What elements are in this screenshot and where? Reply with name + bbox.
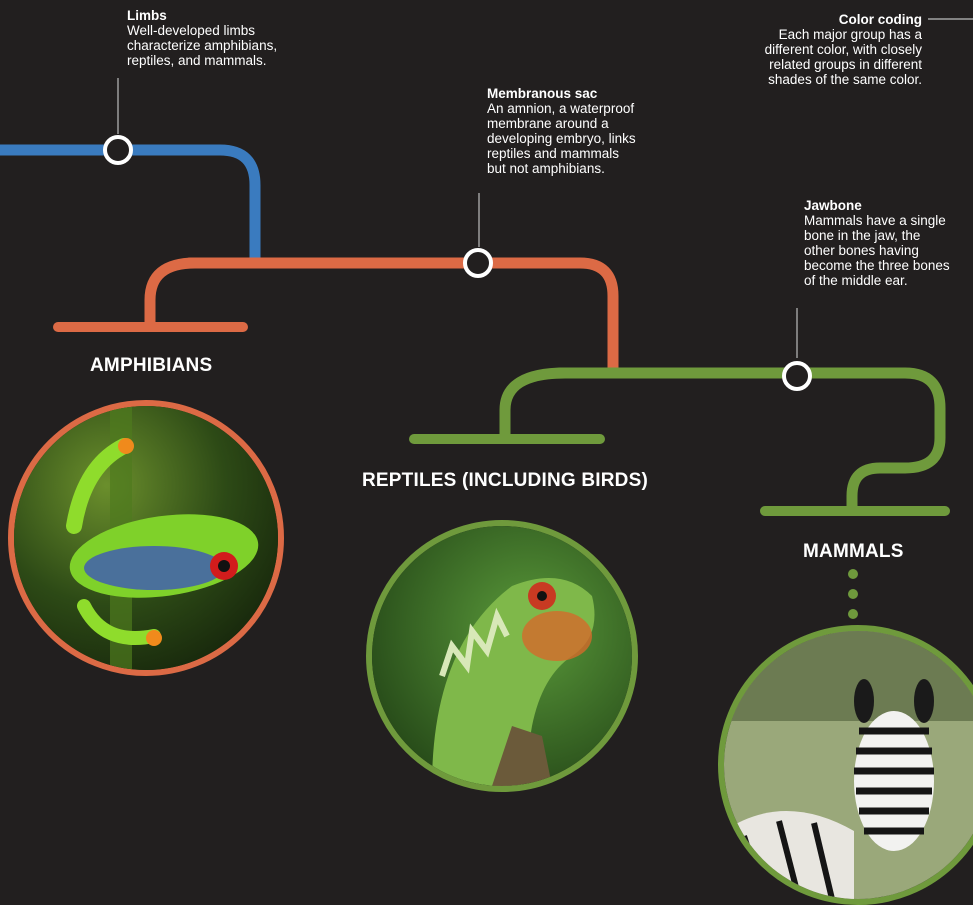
jawbone-line: of the middle ear. [804, 273, 973, 288]
limbs-line: Well-developed limbs [127, 23, 327, 38]
color-coding-line: different color, with closely [700, 42, 922, 57]
amphibians-label: AMPHIBIANS [90, 355, 212, 377]
zebra-photo [718, 625, 973, 905]
membranous-sac-line: membrane around a [487, 116, 687, 131]
limbs-line: reptiles, and mammals. [127, 53, 327, 68]
membranous-sac-line: developing embryo, links [487, 131, 687, 146]
orange-branch-line [190, 263, 613, 368]
color-coding-title: Color coding [700, 12, 922, 27]
jawbone-line: bone in the jaw, the [804, 228, 973, 243]
mammals-dot [848, 609, 858, 619]
jawbone-annotation: Jawbone Mammals have a single bone in th… [804, 198, 973, 288]
membranous-sac-line: An amnion, a waterproof [487, 101, 687, 116]
jawbone-line: Mammals have a single [804, 213, 973, 228]
membranous-sac-title: Membranous sac [487, 86, 687, 101]
mammals-dot [848, 589, 858, 599]
color-coding-line: related groups in different [700, 57, 922, 72]
green-reptile-curve [505, 373, 565, 437]
jawbone-title: Jawbone [804, 198, 973, 213]
mammals-dot [848, 569, 858, 579]
lizard-photo [366, 520, 638, 792]
jawbone-line: other bones having [804, 243, 973, 258]
color-coding-line: Each major group has a [700, 27, 922, 42]
orange-amphibian-curve [150, 263, 195, 325]
limbs-title: Limbs [127, 8, 327, 23]
membranous-sac-line: but not amphibians. [487, 161, 687, 176]
reptiles-label: REPTILES (INCLUDING BIRDS) [362, 470, 648, 492]
blue-branch-line [0, 150, 255, 258]
membranous-sac-line: reptiles and mammals [487, 146, 687, 161]
color-coding-line: shades of the same color. [700, 72, 922, 87]
jawbone-node [784, 363, 810, 389]
limbs-annotation: Limbs Well-developed limbs characterize … [127, 8, 327, 68]
limbs-node [105, 137, 131, 163]
color-coding-annotation: Color coding Each major group has a diff… [700, 12, 922, 87]
limbs-line: characterize amphibians, [127, 38, 327, 53]
jawbone-line: become the three bones [804, 258, 973, 273]
tree-frog-photo [8, 400, 284, 676]
membranous-sac-annotation: Membranous sac An amnion, a waterproof m… [487, 86, 687, 176]
membranous-sac-node [465, 250, 491, 276]
mammals-label: MAMMALS [803, 541, 904, 563]
